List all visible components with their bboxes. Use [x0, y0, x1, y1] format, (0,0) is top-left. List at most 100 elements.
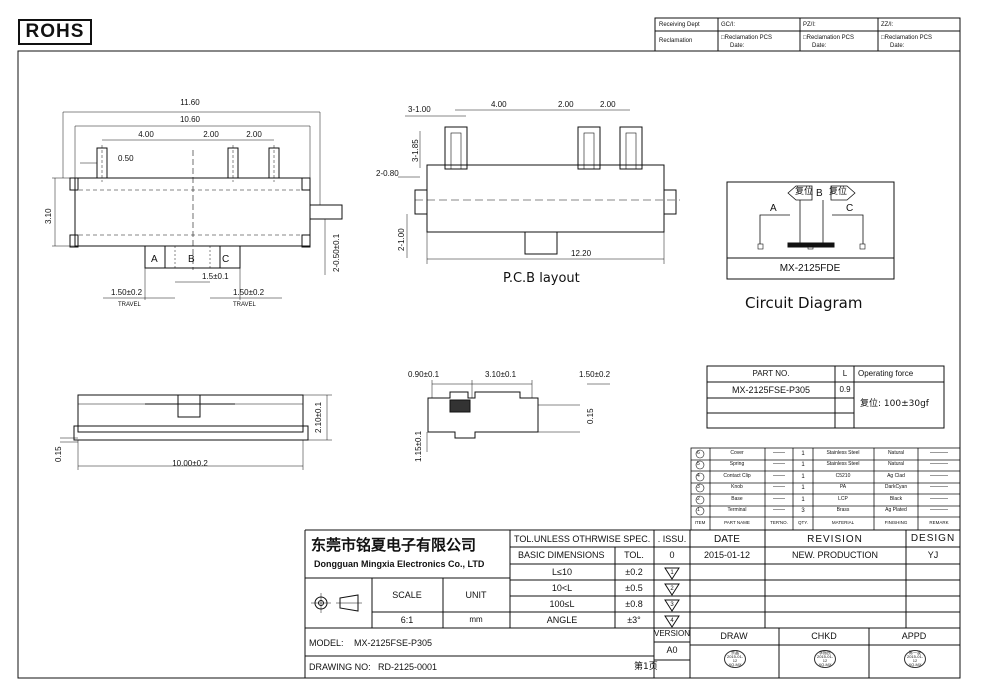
end-dim-0-90: 0.90±0.1	[408, 370, 440, 379]
force-header: Operating force	[858, 369, 914, 378]
bom-item-3: 3	[697, 484, 700, 490]
bom-qty-1: 3	[801, 508, 805, 514]
circuit-pos-c: C	[846, 203, 854, 214]
side-dim-10-00: 10.00±0.2	[172, 459, 208, 468]
circuit-pos-a: A	[770, 203, 777, 214]
pos-c: C	[222, 254, 230, 265]
bom-qty-2: 1	[801, 497, 805, 503]
end-dim-1-50: 1.50±0.2	[579, 370, 611, 379]
dim-1-50-right: 1.50±0.2	[233, 288, 265, 297]
model-value: MX-2125FSE-P305	[354, 638, 433, 648]
reclamation-pcs-3: □Reclamation PCS	[881, 35, 932, 41]
version-label: VERSION	[653, 629, 691, 638]
company-name-cn: 东莞市铭夏电子有限公司	[311, 536, 477, 554]
bom-material-4: C5210	[835, 473, 851, 479]
date-1: Date:	[730, 43, 745, 49]
reset-left-label: 复位	[795, 187, 814, 197]
bom-finish-6: Natural	[887, 450, 905, 456]
bom-finish-3: DarkCyan	[884, 484, 908, 490]
bom-tern-3: ——	[773, 484, 785, 490]
date-2: Date:	[812, 43, 827, 49]
pcb-dim-3-1-00: 3-1.00	[408, 105, 431, 114]
bom-table-lines	[690, 447, 961, 531]
bom-name-5: Spring	[729, 461, 745, 467]
tol-val-3: ±0.8	[625, 599, 643, 609]
tol-header: TOL.UNLESS OTHRWISE SPEC.	[514, 534, 651, 544]
force-value: 复位: 100±30gf	[860, 399, 929, 409]
bom-material-3: PA	[839, 484, 847, 490]
dim-2-00-b: 2.00	[246, 130, 262, 139]
rev-marker-4: 4	[670, 618, 674, 624]
appd-label: APPD	[901, 631, 927, 641]
tol-range-2: 10<L	[551, 583, 573, 593]
bom-name-4: Contact Clip	[723, 473, 751, 479]
l-header: L	[842, 369, 848, 378]
bom-material-2: LCP	[838, 496, 848, 502]
title-block-lines	[304, 449, 960, 678]
top-view	[52, 111, 343, 300]
bom-header-material: MATERIAL	[831, 520, 855, 525]
side-dim-0-15: 0.15	[54, 446, 63, 462]
revision-label: REVISION	[807, 534, 863, 545]
bom-header-item: ITEM	[694, 520, 706, 525]
bom-finish-2: Black	[889, 496, 903, 502]
bom-remark-1: ———	[930, 507, 948, 513]
pos-a: A	[151, 254, 158, 265]
bom-item-6: 6	[697, 450, 700, 456]
dim-1-5: 1.5±0.1	[202, 272, 229, 281]
circuit-box	[726, 181, 895, 280]
bom-header-qty: QTY.	[798, 520, 808, 525]
bom-finish-1: Ag Plated	[885, 507, 907, 513]
tol-val-4: ±3°	[627, 615, 641, 625]
pcb-dim-2-00-a: 2.00	[558, 100, 574, 109]
reclamation-label: Reclamation	[659, 38, 693, 44]
end-dim-0-15: 0.15	[586, 408, 595, 424]
dim-1-50-left: 1.50±0.2	[111, 288, 143, 297]
bom-item-2: 2	[697, 496, 700, 502]
bom-item-5: 5	[697, 461, 700, 467]
l-value: 0.9	[839, 385, 851, 394]
rev-marker-1: 1	[670, 570, 674, 576]
bom-material-1: Brass	[836, 507, 850, 513]
bom-tern-2: ——	[773, 496, 785, 502]
pcb-dim-2-0-80: 2-0.80	[376, 169, 399, 178]
unit-value: mm	[469, 615, 483, 624]
reclamation-pcs-1: □Reclamation PCS	[721, 35, 772, 41]
model-label: MODEL:	[309, 638, 344, 648]
bom-qty-5: 1	[801, 462, 805, 468]
scale-label: SCALE	[392, 590, 422, 600]
bom-material-6: Stainless Steel	[826, 450, 860, 456]
dim-0-50: 0.50	[118, 154, 134, 163]
rev-marker-2: 2	[670, 586, 674, 592]
tol-val-1: ±0.2	[625, 567, 643, 577]
circuit-diagram-label: Circuit Diagram	[745, 294, 863, 312]
bom-finish-5: Natural	[887, 461, 905, 467]
pcb-dim-2-00-b: 2.00	[600, 100, 616, 109]
tol-range-1: L≤10	[552, 567, 572, 577]
part-table-lines	[706, 365, 945, 429]
drawing-no-value: RD-2125-0001	[378, 662, 438, 672]
circuit-pos-b: B	[816, 188, 823, 199]
bom-item-1: 1	[697, 507, 700, 513]
draw-label: DRAW	[720, 631, 748, 641]
date-value: 2015-01-12	[703, 550, 751, 560]
design-value: YJ	[927, 550, 939, 560]
part-no-header: PART NO.	[752, 369, 790, 378]
pcb-dim-3-1-85: 3-1.85	[411, 139, 420, 162]
rohs-badge: ROHS	[18, 19, 92, 45]
pcb-dim-2-1-00: 2-1.00	[397, 228, 406, 251]
scale-value: 6:1	[400, 615, 414, 625]
bom-header-remark: REMARK	[929, 520, 949, 525]
pz-label: PZ/I:	[803, 22, 816, 28]
chkd-label: CHKD	[811, 631, 837, 641]
tol-label: TOL.	[624, 550, 644, 560]
end-view	[426, 380, 610, 452]
end-dim-1-15: 1.15±0.1	[414, 430, 423, 462]
side-view	[60, 394, 332, 470]
bom-name-3: Knob	[731, 484, 743, 490]
dim-11-60: 11.60	[180, 98, 200, 107]
bom-remark-2: ———	[930, 496, 948, 502]
bom-tern-5: ——	[773, 461, 785, 467]
dim-4-00: 4.00	[138, 130, 154, 139]
